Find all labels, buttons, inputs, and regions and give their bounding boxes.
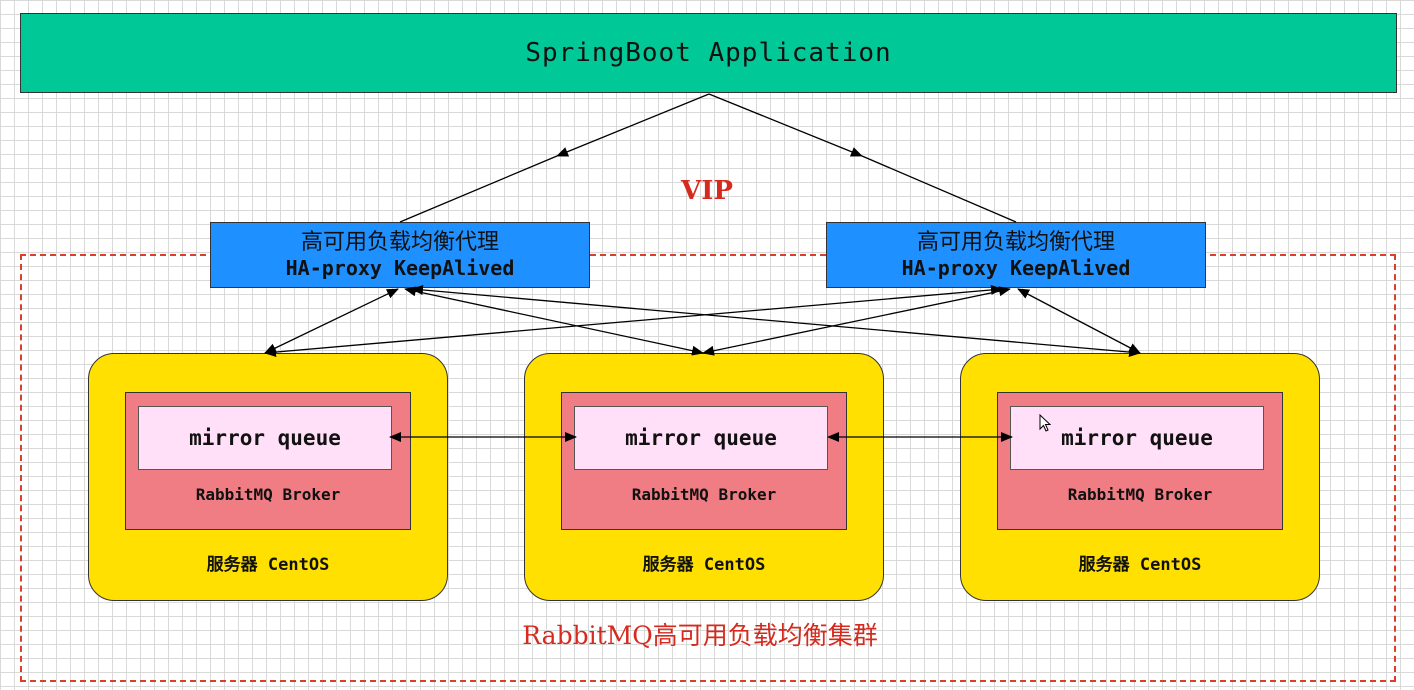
ha-proxy-title-en: HA-proxy KeepAlived (901, 256, 1131, 281)
mirror-queue-label: mirror queue (1061, 426, 1213, 450)
vip-to-ha-right-line (861, 155, 1017, 223)
ha-proxy-box-right: 高可用负载均衡代理 HA-proxy KeepAlived (826, 222, 1206, 288)
app-to-vip-right-arrow (708, 93, 863, 157)
ha-proxy-title-zh: 高可用负载均衡代理 (300, 229, 499, 255)
broker-label: RabbitMQ Broker (195, 485, 341, 504)
ha-proxy-title-en: HA-proxy KeepAlived (285, 256, 515, 281)
app-title: SpringBoot Application (525, 38, 892, 68)
rabbitmq-broker: mirror queue RabbitMQ Broker (125, 392, 411, 530)
ha-right-to-server-1-arrow (264, 284, 1003, 358)
ha-proxy-box-left: 高可用负载均衡代理 HA-proxy KeepAlived (210, 222, 590, 288)
mirror-queue: mirror queue (1010, 406, 1264, 470)
server-node-3: mirror queue RabbitMQ Broker 服务器 CentOS (960, 353, 1320, 601)
server-node-1: mirror queue RabbitMQ Broker 服务器 CentOS (88, 353, 448, 601)
app-to-vip-left-arrow (556, 93, 710, 157)
cluster-label: RabbitMQ高可用负载均衡集群 (522, 621, 878, 650)
vip-to-ha-left-line (399, 155, 558, 223)
cluster-boundary (20, 254, 1396, 682)
mirror-queue: mirror queue (138, 406, 392, 470)
server-label: 服务器 CentOS (206, 555, 330, 575)
server-node-2: mirror queue RabbitMQ Broker 服务器 CentOS (524, 353, 884, 601)
server-label: 服务器 CentOS (1078, 555, 1202, 575)
mirror-queue-label: mirror queue (625, 426, 777, 450)
rabbitmq-broker: mirror queue RabbitMQ Broker (561, 392, 847, 530)
springboot-application-box: SpringBoot Application (20, 13, 1397, 93)
mirror-queue: mirror queue (574, 406, 828, 470)
ha-proxy-title-zh: 高可用负载均衡代理 (916, 229, 1115, 255)
broker-label: RabbitMQ Broker (1067, 485, 1213, 504)
rabbitmq-broker: mirror queue RabbitMQ Broker (997, 392, 1283, 530)
mouse-cursor-icon (1039, 414, 1051, 432)
server-label: 服务器 CentOS (642, 555, 766, 575)
ha-left-to-server-3-arrow (411, 284, 1141, 358)
mirror-queue-label: mirror queue (189, 426, 341, 450)
ha-right-to-server-2-arrow (702, 286, 1011, 356)
ha-left-to-server-2-arrow (404, 286, 704, 356)
vip-label: VIP (681, 176, 733, 206)
ha-right-to-server-3-arrow (1017, 288, 1141, 354)
broker-label: RabbitMQ Broker (631, 485, 777, 504)
